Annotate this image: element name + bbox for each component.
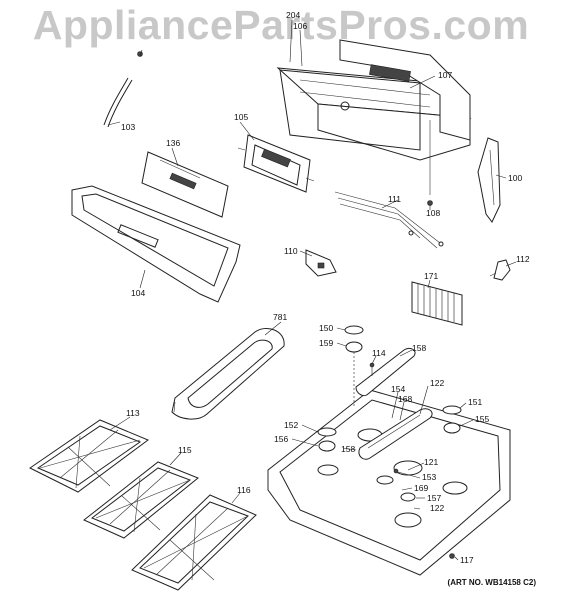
callout-100: 100 (508, 173, 522, 183)
leader-lines (107, 19, 517, 561)
callout-111: 111 (388, 194, 401, 204)
callout-106: 106 (293, 21, 307, 31)
callout-104: 104 (131, 288, 145, 298)
callout-110: 110 (284, 246, 298, 256)
callout-115: 115 (178, 445, 192, 455)
callout-108: 108 (426, 208, 440, 218)
simmer-plate-part (355, 347, 433, 460)
callout-169: 169 (414, 483, 428, 493)
callout-122-upper: 122 (430, 378, 444, 388)
head-159 (345, 341, 363, 353)
callout-155: 155 (475, 414, 489, 424)
grate-115 (83, 461, 199, 539)
switch-part (305, 249, 337, 277)
head-156 (318, 440, 336, 452)
callout-153: 153 (422, 472, 436, 482)
callout-122-lower: 122 (430, 503, 444, 513)
callout-168: 168 (398, 394, 412, 404)
head-155 (443, 422, 461, 434)
callout-158-lower: 158 (341, 444, 355, 454)
vent-grille-part (411, 281, 463, 326)
control-board-part (237, 134, 315, 193)
callout-103: 103 (121, 122, 135, 132)
watermark: AppliancePartsPros.com (32, 2, 530, 48)
part-153 (393, 468, 399, 474)
callout-113: 113 (126, 408, 140, 418)
screw-117 (449, 553, 455, 559)
grate-116 (131, 494, 257, 591)
ignitor-module-part (489, 259, 511, 281)
callout-204: 204 (286, 10, 300, 20)
callout-114: 114 (372, 348, 386, 358)
callout-105: 105 (234, 112, 248, 122)
end-cap-part (477, 137, 501, 223)
callout-121: 121 (424, 457, 438, 467)
callout-112: 112 (516, 254, 530, 264)
cap-150 (344, 325, 364, 335)
callout-150: 150 (319, 323, 333, 333)
callout-781: 781 (273, 312, 287, 322)
callout-116: 116 (237, 485, 251, 495)
callout-152: 152 (284, 420, 298, 430)
callout-136: 136 (166, 138, 180, 148)
callout-156: 156 (274, 434, 288, 444)
art-number: (ART NO. WB14158 C2) (447, 578, 536, 587)
head-157 (400, 492, 416, 502)
screw-108 (427, 200, 433, 206)
griddle-part (171, 328, 285, 420)
callout-151: 151 (468, 397, 482, 407)
callout-117: 117 (460, 555, 474, 565)
grate-113 (29, 419, 150, 493)
backsplash-part (276, 39, 472, 195)
overlay-part (141, 151, 229, 218)
cooktop-part (267, 389, 511, 576)
cap-152 (317, 427, 337, 437)
callout-171: 171 (424, 271, 438, 281)
callout-158-upper: 158 (412, 343, 426, 353)
callout-154: 154 (391, 384, 405, 394)
wire-harness-part (334, 191, 444, 249)
trim-part (71, 185, 241, 303)
callout-159: 159 (319, 338, 333, 348)
cap-151 (442, 405, 462, 415)
callout-157: 157 (427, 493, 441, 503)
bracket-part (103, 51, 143, 128)
callout-107: 107 (438, 70, 452, 80)
